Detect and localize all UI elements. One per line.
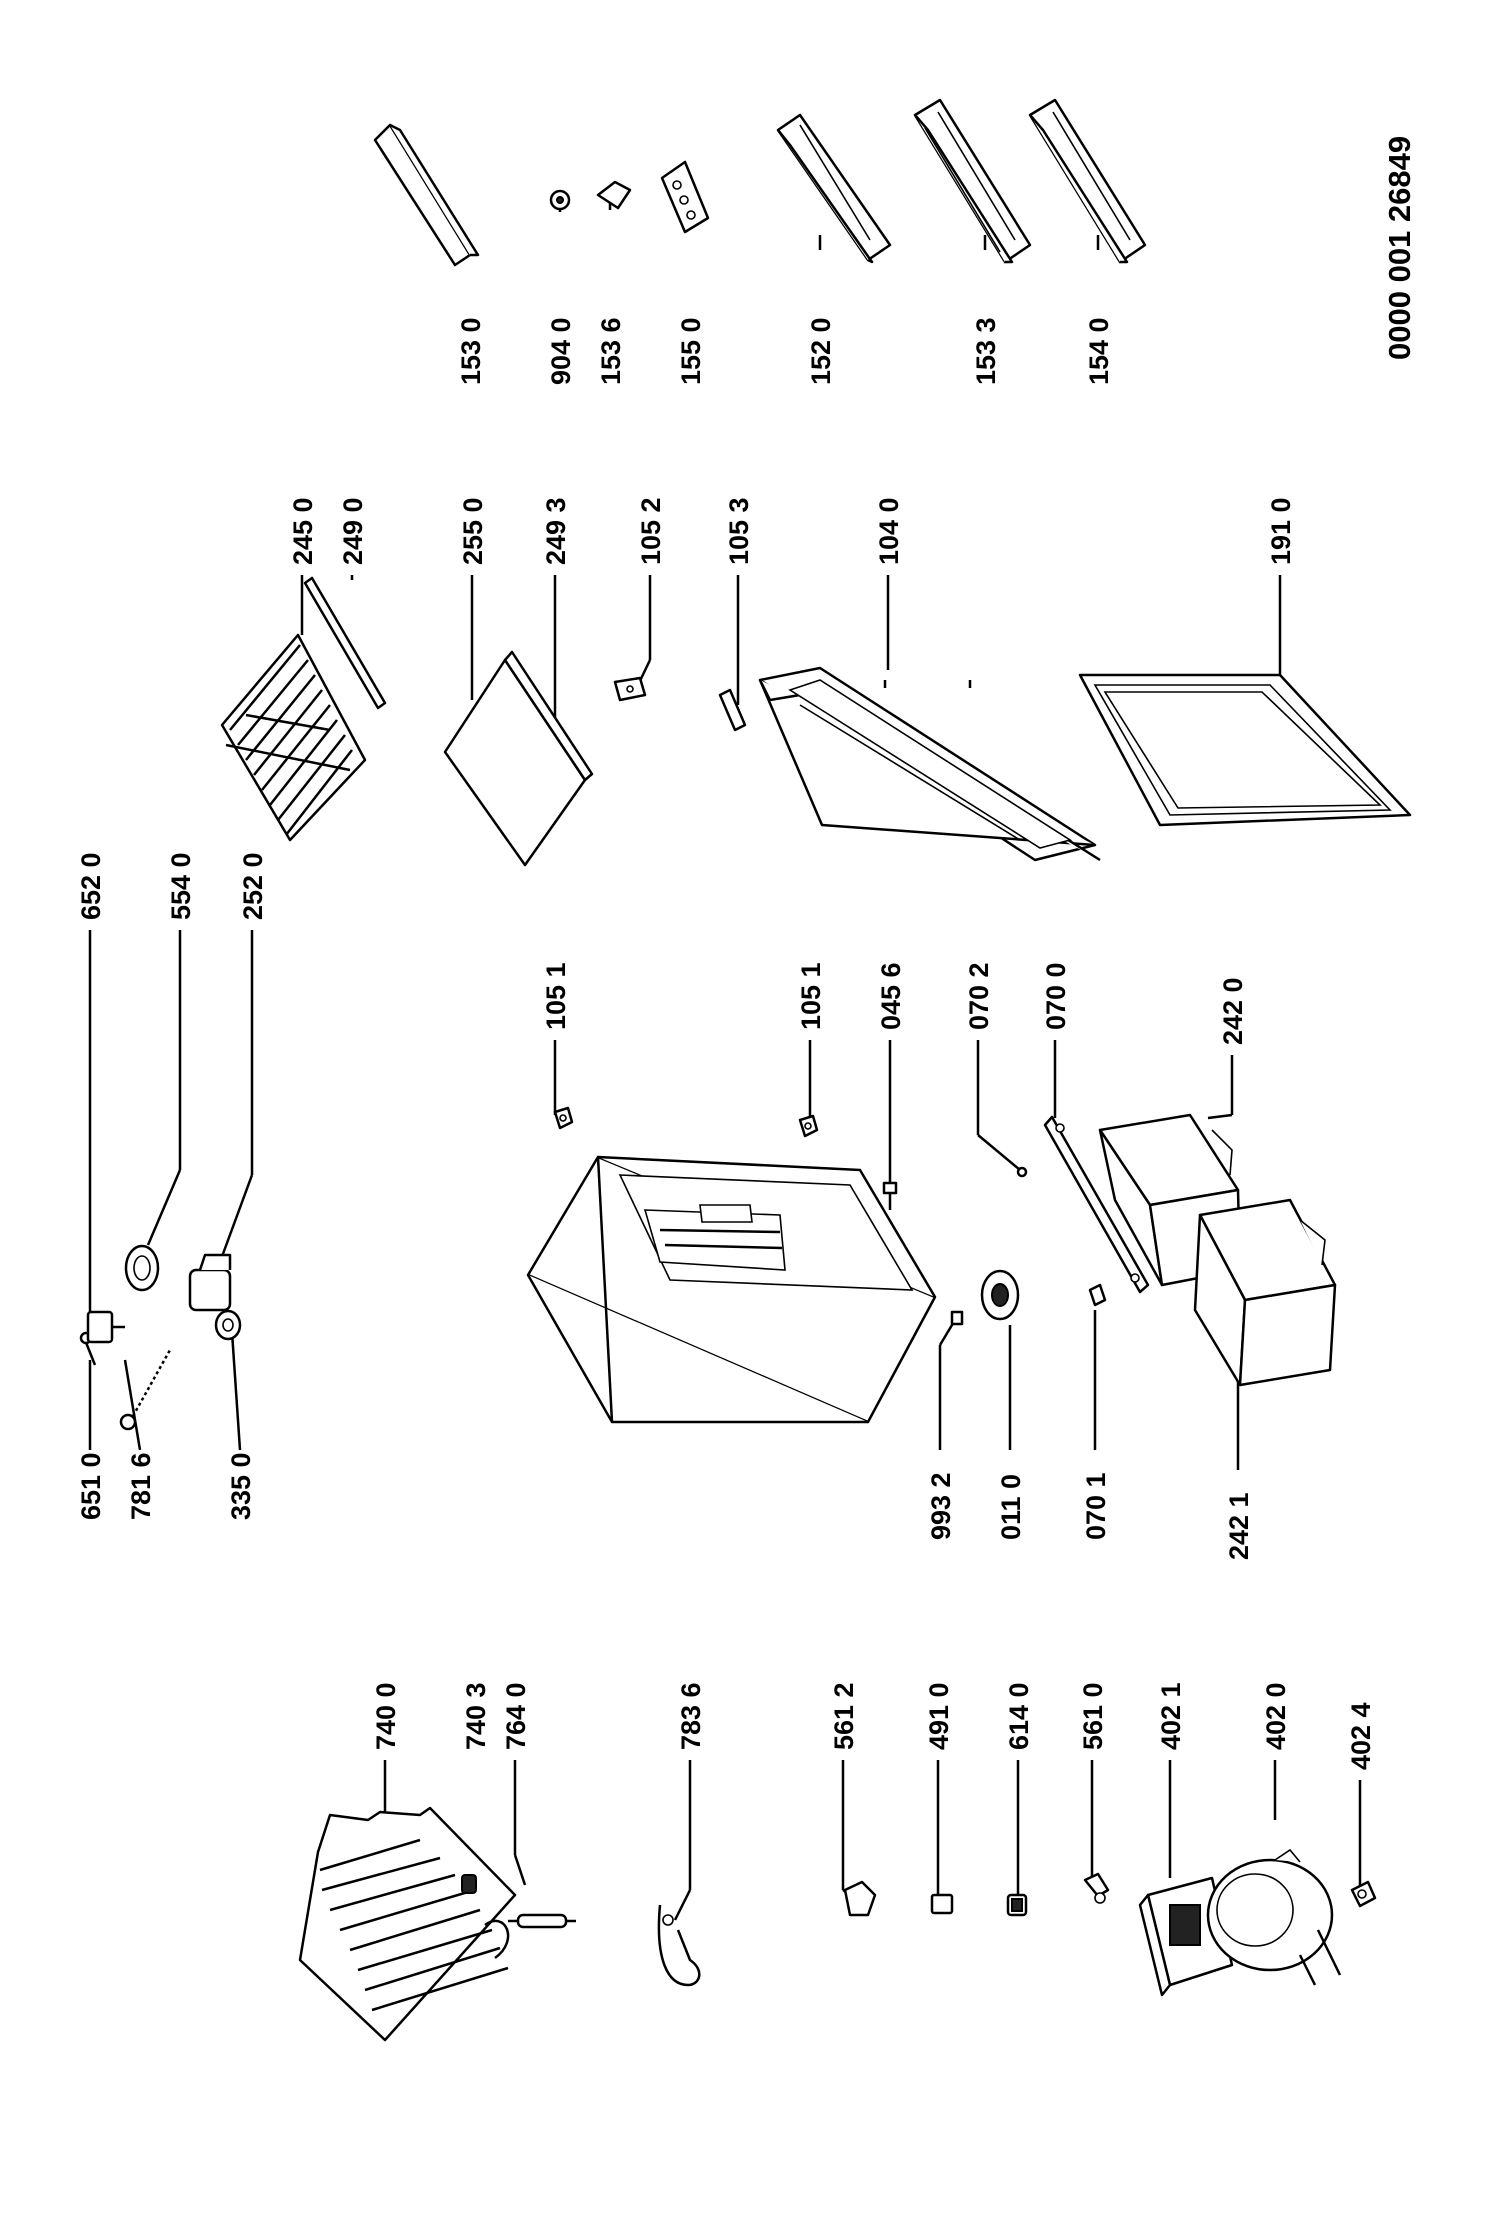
part-7836-tube [657,1904,701,1987]
part-1550-egg-tray [660,160,710,234]
label-6140: 614 0 [1004,1682,1034,1750]
label-0702: 070 2 [964,962,994,1030]
label-1536: 153 6 [596,317,626,385]
part-1533-door-tray [913,98,1032,264]
label-6510: 651 0 [76,1452,106,1520]
part-labels: 651 0 781 6 335 0 652 0 554 0 252 0 105 … [76,317,1376,1770]
part-7403-spring [461,1874,477,1894]
part-9040-washer [549,189,571,211]
part-2421-crisper-drawer [1193,1198,1337,1387]
part-cabinet [526,1155,937,1424]
label-5540: 554 0 [166,852,196,920]
part-1053-hinge [718,688,747,732]
label-1053: 105 3 [724,497,754,565]
part-6140-protector [1006,1893,1028,1917]
label-0456: 045 6 [876,962,906,1030]
label-2421: 242 1 [1224,1492,1254,1560]
label-1530: 153 0 [456,317,486,385]
part-7816-capillary [119,1349,172,1431]
part-5610-clip [1083,1872,1110,1904]
label-1051a: 105 1 [541,962,571,1030]
label-4021: 402 1 [1156,1682,1186,1750]
label-4020: 402 0 [1261,1682,1291,1750]
part-1040-door [758,666,1101,862]
part-1051-hinge-bottom [798,1114,819,1138]
label-2520: 252 0 [238,852,268,920]
label-7400: 740 0 [371,1682,401,1750]
part-0456-screw [882,1181,898,1210]
part-4024-grommet [1350,1880,1377,1908]
label-1052: 105 2 [636,497,666,565]
label-7403: 740 3 [461,1682,491,1750]
part-7640-drier [508,1913,576,1929]
label-5610: 561 0 [1078,1682,1108,1750]
label-1520: 152 0 [806,317,836,385]
part-4020-compressor [1206,1848,1342,1986]
part-1051-hinge-top [553,1106,574,1130]
part-0702-pin [1016,1166,1028,1178]
part-2450-wire-shelf [220,633,367,842]
part-2490-shelf-trim [303,576,387,710]
leader-lines [88,200,1362,1930]
part-2493-glass-shelf-trim [503,650,594,782]
part-5540-knob [124,1244,160,1292]
label-2420: 242 0 [1218,977,1248,1045]
part-5612-relay [843,1880,877,1917]
label-2550: 255 0 [458,497,488,565]
label-1051b: 105 1 [796,962,826,1030]
label-9932: 993 2 [926,1472,956,1540]
label-1540: 154 0 [1084,317,1114,385]
label-4024: 402 4 [1346,1702,1376,1770]
part-1520-door-tray [776,113,892,264]
part-0700-rail [1043,1115,1150,1294]
document-code: 0000 001 26849 [1382,136,1417,360]
label-5612: 561 2 [829,1682,859,1750]
label-0701: 070 1 [1081,1472,1111,1540]
part-1536-bracket [596,180,632,210]
label-2490: 249 0 [338,497,368,565]
label-1533: 153 3 [971,317,1001,385]
label-1550: 155 0 [676,317,706,385]
part-1052-hinge [613,676,647,702]
part-0110-grommet [980,1269,1020,1321]
label-2493: 249 3 [541,497,571,565]
part-1530-shelf-bar [373,123,480,267]
label-4910: 491 0 [924,1682,954,1750]
part-9932-fastener [938,1310,964,1346]
label-1910: 191 0 [1266,497,1296,565]
label-7836: 783 6 [676,1682,706,1750]
label-7816: 781 6 [126,1452,156,1520]
label-1040: 104 0 [874,497,904,565]
label-3350: 335 0 [226,1452,256,1520]
label-2450: 245 0 [288,497,318,565]
part-3350-cover [214,1309,242,1341]
part-2520-lamp-housing [188,1253,232,1312]
part-2550-glass-shelf [443,658,587,867]
label-0700: 070 0 [1041,962,1071,1030]
part-1910-gasket [1078,673,1412,827]
part-1540-door-tray [1028,98,1147,264]
label-0110: 011 0 [996,1474,1026,1540]
label-7640: 764 0 [501,1682,531,1750]
part-0701-clip [1088,1283,1107,1307]
part-7400-evaporator [298,1806,517,2042]
part-6520-thermostat [86,1310,125,1344]
label-6520: 652 0 [76,852,106,920]
label-9040: 904 0 [546,317,576,385]
part-4910-connector [930,1893,954,1915]
